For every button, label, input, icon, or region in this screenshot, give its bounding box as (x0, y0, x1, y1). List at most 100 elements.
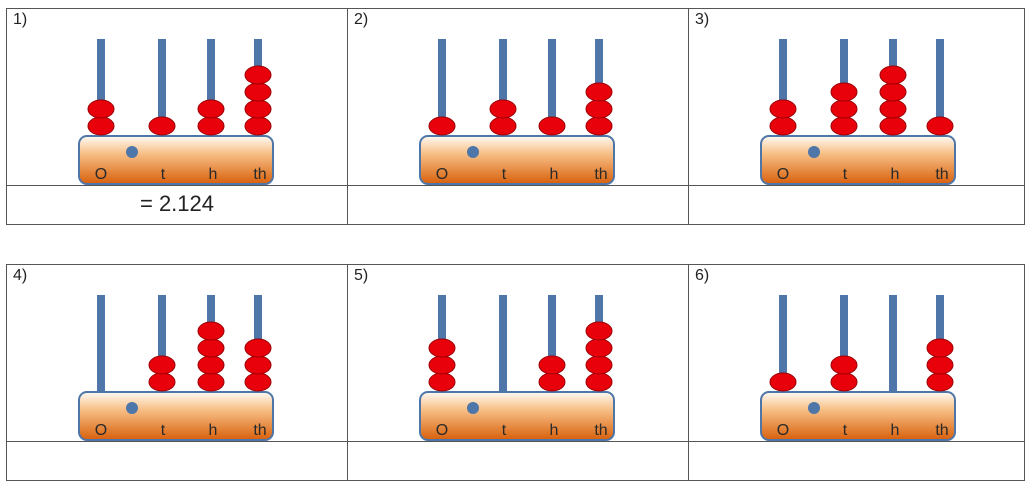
decimal-point (467, 402, 479, 414)
place-label: h (550, 166, 559, 183)
bead (197, 321, 225, 341)
bead (585, 82, 613, 102)
problem-number: 5) (354, 267, 369, 284)
place-label: t (502, 422, 507, 439)
answer-cell-2[interactable] (348, 186, 689, 225)
abacus-rod (936, 39, 944, 169)
abacus-base (760, 391, 956, 441)
bead (197, 355, 225, 375)
abacus-base (419, 391, 615, 441)
abacus-rod (889, 295, 897, 425)
bead (926, 338, 954, 358)
abacus-rod (438, 39, 446, 169)
bead (489, 116, 517, 136)
bead (830, 82, 858, 102)
place-label: h (550, 422, 559, 439)
place-label: h (209, 422, 218, 439)
bead (148, 355, 176, 375)
problem-number: 3) (695, 11, 710, 28)
answer-cell-3[interactable] (689, 186, 1025, 225)
bead (585, 338, 613, 358)
answer-text: = 2.124 (139, 191, 214, 216)
abacus-rod (158, 39, 166, 169)
decimal-point (808, 402, 820, 414)
bead (428, 338, 456, 358)
bead (244, 99, 272, 119)
bead (428, 372, 456, 392)
bead (926, 116, 954, 136)
place-label: th (935, 422, 948, 439)
abacus-base (78, 391, 274, 441)
bead (585, 99, 613, 119)
abacus-base (760, 135, 956, 185)
problem-number: 4) (13, 267, 28, 284)
place-label: t (161, 422, 166, 439)
place-label: t (502, 166, 507, 183)
bead (830, 355, 858, 375)
bead (538, 372, 566, 392)
bead (585, 355, 613, 375)
place-label: h (209, 166, 218, 183)
bead (244, 82, 272, 102)
bead (538, 116, 566, 136)
bead (197, 372, 225, 392)
place-label: th (253, 422, 266, 439)
place-label: O (436, 166, 448, 183)
bead (585, 321, 613, 341)
place-label: t (843, 422, 848, 439)
abacus-rod (499, 295, 507, 425)
place-label: th (253, 166, 266, 183)
place-label: h (891, 422, 900, 439)
bead (87, 116, 115, 136)
abacus-rod (97, 295, 105, 425)
bead (244, 372, 272, 392)
abacus-rod (548, 39, 556, 169)
bead (769, 116, 797, 136)
answer-cell-4[interactable] (7, 442, 348, 481)
problem-number: 2) (354, 11, 369, 28)
bead (87, 99, 115, 119)
bead (148, 372, 176, 392)
place-label: th (594, 166, 607, 183)
answer-cell-6[interactable] (689, 442, 1025, 481)
answer-cell-1[interactable]: = 2.124 (7, 186, 348, 225)
bead (428, 116, 456, 136)
bead (879, 116, 907, 136)
place-label: O (95, 422, 107, 439)
bead (879, 65, 907, 85)
bead (489, 99, 517, 119)
problem-number: 1) (13, 11, 28, 28)
bead (769, 99, 797, 119)
bead (197, 338, 225, 358)
bead (197, 99, 225, 119)
place-label: h (891, 166, 900, 183)
bead (585, 116, 613, 136)
abacus-base (419, 135, 615, 185)
bead (538, 355, 566, 375)
bead (585, 372, 613, 392)
place-label: th (935, 166, 948, 183)
place-label: t (161, 166, 166, 183)
problem-number: 6) (695, 267, 710, 284)
bead (879, 82, 907, 102)
bead (244, 355, 272, 375)
bead (197, 116, 225, 136)
place-label: O (95, 166, 107, 183)
place-label: O (777, 166, 789, 183)
answer-cell-5[interactable] (348, 442, 689, 481)
bead (926, 355, 954, 375)
place-label: O (436, 422, 448, 439)
bead (244, 65, 272, 85)
